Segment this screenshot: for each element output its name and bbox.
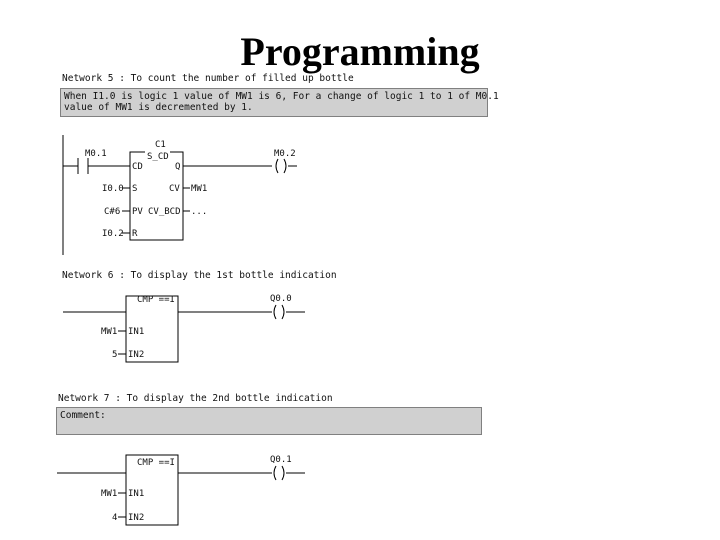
pin-s: S [132, 184, 137, 194]
input-in2: 4 [112, 513, 117, 523]
coil-m0-2[interactable] [275, 158, 287, 174]
network-5-header: Network 5 : To count the number of fille… [62, 73, 354, 84]
pin-cd: CD [132, 162, 143, 172]
input-s: I0.0 [102, 184, 124, 194]
comment-line: value of MW1 is decremented by 1. [64, 102, 253, 113]
input-in1: MW1 [101, 489, 117, 499]
output-cv-bcd: ... [191, 207, 207, 217]
network-7-header: Network 7 : To display the 2nd bottle in… [58, 393, 333, 404]
pin-pv: PV [132, 207, 143, 217]
contact-m0-1[interactable] [77, 158, 89, 174]
pin-cv: CV [169, 184, 180, 194]
network-6-header: Network 6 : To display the 1st bottle in… [62, 270, 337, 281]
coil-address: Q0.1 [270, 455, 292, 465]
comment-line: When I1.0 is logic 1 value of MW1 is 6, … [64, 91, 499, 102]
coil-q0-1[interactable] [273, 465, 285, 481]
pin-in2: IN2 [128, 513, 144, 523]
network-5-comment: When I1.0 is logic 1 value of MW1 is 6, … [60, 88, 499, 117]
coil-q0-0[interactable] [273, 304, 285, 320]
compare-block-6[interactable] [125, 295, 179, 363]
pin-q: Q [175, 162, 180, 172]
counter-name: C1 [155, 140, 166, 150]
output-cv: MW1 [191, 184, 207, 194]
compare-block-7[interactable] [125, 454, 179, 526]
input-in2: 5 [112, 350, 117, 360]
input-pv: C#6 [104, 207, 120, 217]
pin-r: R [132, 229, 138, 239]
network-7-comment: Comment: [56, 407, 482, 435]
pin-cv-bcd: CV_BCD [148, 207, 181, 217]
input-r: I0.2 [102, 229, 124, 239]
input-in1: MW1 [101, 327, 117, 337]
pin-in2: IN2 [128, 350, 144, 360]
block-type: CMP ==I [137, 458, 175, 468]
pin-in1: IN1 [128, 327, 144, 337]
block-type: CMP ==I [137, 295, 175, 305]
comment-label: Comment: [60, 410, 106, 421]
slide-title: Programming [240, 29, 480, 74]
counter-type: S_CD [147, 152, 169, 162]
coil-address: Q0.0 [270, 294, 292, 304]
coil-address: M0.2 [274, 149, 296, 159]
pin-in1: IN1 [128, 489, 144, 499]
contact-address: M0.1 [85, 149, 107, 159]
